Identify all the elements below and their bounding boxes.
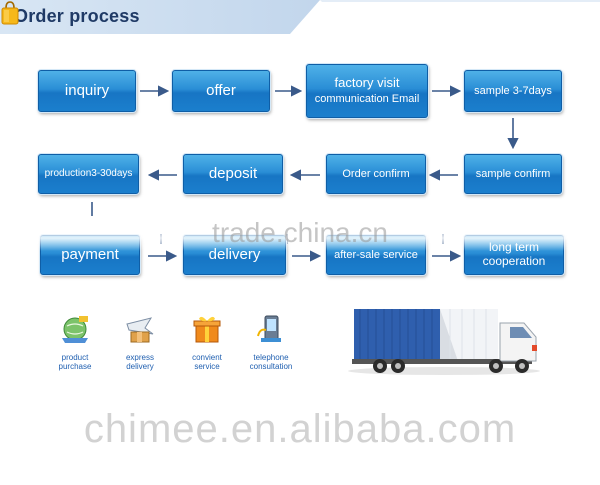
step-delivery: delivery [183,235,286,275]
step-label: deposit [208,165,258,183]
step-label: sample confirm [475,167,551,180]
step-label: inquiry [64,82,110,100]
header-background [0,0,600,34]
plane-box-icon [126,317,154,343]
step-label: after-sale service [334,248,418,261]
step-factory-visit: factory visit communication Email [306,64,428,118]
step-label: offer [206,82,236,100]
step-label-line1: long term [488,240,540,255]
step-production: production3-30days [38,154,139,194]
step-label: Order confirm [342,167,410,180]
step-label: sample 3-7days [474,84,552,97]
phone-icon [257,315,281,342]
step-label-line2: communication Email [314,93,420,106]
step-label-line1: factory visit [334,75,400,91]
step-offer: offer [172,70,270,112]
step-after-sale: after-sale service [326,235,426,275]
gift-box-icon [193,316,221,343]
header-band: Order process [0,0,600,34]
step-payment: payment [40,235,140,275]
step-sample: sample 3-7days [464,70,562,112]
step-label-line2: cooperation [482,254,546,268]
truck-illustration [348,309,540,375]
step-order-confirm: Order confirm [326,154,426,194]
globe-cart-icon [62,316,88,343]
step-inquiry: inquiry [38,70,136,112]
page-title: Order process [14,6,140,26]
step-label: payment [61,246,119,264]
step-sample-confirm: sample confirm [464,154,562,194]
shopping-bag-icon [1,1,19,25]
step-long-term: long term cooperation [464,235,564,275]
step-label: delivery [208,246,261,264]
step-label: production3-30days [44,168,133,180]
step-deposit: deposit [183,154,283,194]
